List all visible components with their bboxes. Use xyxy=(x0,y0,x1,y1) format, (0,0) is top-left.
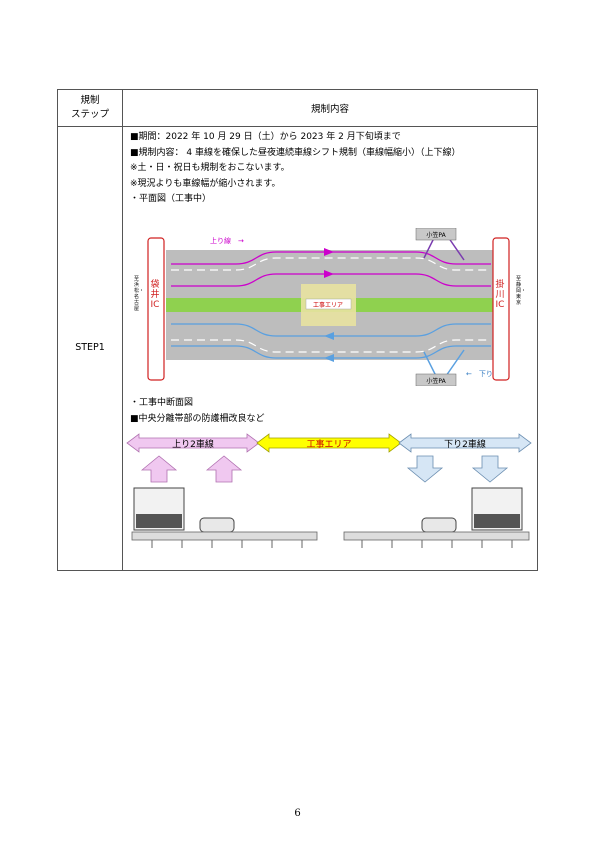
deck-down xyxy=(343,531,530,541)
truck-down-bumper xyxy=(474,514,520,528)
cross-section-title: ・工事中断面図 xyxy=(130,398,194,408)
pa-ramp-bottom-2 xyxy=(445,349,465,377)
column-divider xyxy=(122,90,123,570)
note-lane-width: ※現況よりも車線幅が縮小されます。 xyxy=(130,178,281,189)
pa-bottom-box xyxy=(415,373,457,386)
down-arrow-lane1 xyxy=(406,455,444,483)
header-content: 規制内容 xyxy=(310,104,349,115)
down-arrow-2 xyxy=(324,354,334,362)
down-line-lower xyxy=(171,345,491,359)
up-arrow-lane1 xyxy=(140,455,178,483)
down-lane-dash xyxy=(171,339,491,353)
left-destination: 至 浜松・名古屋 xyxy=(134,276,145,312)
work-area-label-bg xyxy=(305,298,352,310)
car-down xyxy=(421,517,457,533)
up-arrow-2 xyxy=(324,270,334,278)
left-ic-box xyxy=(147,237,165,381)
page-number: 6 xyxy=(294,808,301,819)
pa-top-label: 小笠PA xyxy=(426,231,446,239)
up-arrow-1 xyxy=(324,248,334,256)
down-lanes-arrow xyxy=(398,433,532,453)
deck-up xyxy=(131,531,318,541)
regulation-line: ■規制内容： 4 車線を確保した昼夜連続車線シフト規制（車線幅縮小）（上下線） xyxy=(130,147,461,158)
header-step: 規制 ステップ xyxy=(58,94,122,122)
up-lanes-label: 上り2車線 xyxy=(172,438,214,450)
pa-top-box xyxy=(415,228,457,241)
up-lane-dash xyxy=(171,257,491,271)
left-ic-label: 袋井IC xyxy=(150,280,160,310)
down-lanes-label: 下り2車線 xyxy=(444,438,486,450)
up-line-lower xyxy=(171,273,491,287)
bridge-girders xyxy=(151,540,513,548)
note-weekend: ※土・日・祝日も規制をおこないます。 xyxy=(130,163,290,174)
up-line-upper xyxy=(171,251,491,265)
right-ic-box xyxy=(492,237,510,381)
down-arrow-lane2 xyxy=(471,455,509,483)
right-destination: 至 静岡・東京 xyxy=(516,276,527,306)
pa-bottom-label: 小笠PA xyxy=(426,377,446,385)
up-arrow-lane2 xyxy=(205,455,243,483)
header-step-line1: 規制 xyxy=(80,95,100,106)
pa-ramp-bottom-1 xyxy=(423,351,437,377)
plan-view-diagram: 工事エリア 小笠PA 小笠PA 上り線 → ← 下り線 xyxy=(147,228,510,386)
work-area-cross-label: 工事エリア xyxy=(306,438,351,450)
median-improvement: ■中央分離帯部の防護柵改良など xyxy=(130,413,265,424)
cross-section-diagram: 上り2車線 工事エリア 下り2車線 xyxy=(126,433,532,548)
content-lines: ■期間：2022 年 10 月 29 日（土）から 2023 年 2 月下旬頃ま… xyxy=(130,130,460,208)
truck-up-bumper xyxy=(136,514,182,528)
step-label: STEP1 xyxy=(75,342,105,353)
down-arrow-1 xyxy=(324,332,334,340)
table-header: 規制 ステップ 規制内容 xyxy=(58,90,537,127)
work-area-label: 工事エリア xyxy=(313,301,343,309)
down-line-label: ← 下り線 xyxy=(466,369,500,378)
period-line: ■期間：2022 年 10 月 29 日（土）から 2023 年 2 月下旬頃ま… xyxy=(130,132,401,142)
car-up xyxy=(199,517,235,533)
header-step-line2: ステップ xyxy=(70,109,109,120)
cross-section-heading: ・工事中断面図 ■中央分離帯部の防護柵改良など xyxy=(130,396,265,427)
down-line-upper xyxy=(171,323,491,337)
regulation-table: 規制 ステップ 規制内容 STEP1 ■期間：2022 年 10 月 29 日（… xyxy=(57,89,538,571)
right-ic-label: 掛川IC xyxy=(495,280,505,310)
up-line-label: 上り線 → xyxy=(210,236,244,245)
plan-heading: ・平面図（工事中） xyxy=(130,194,212,205)
